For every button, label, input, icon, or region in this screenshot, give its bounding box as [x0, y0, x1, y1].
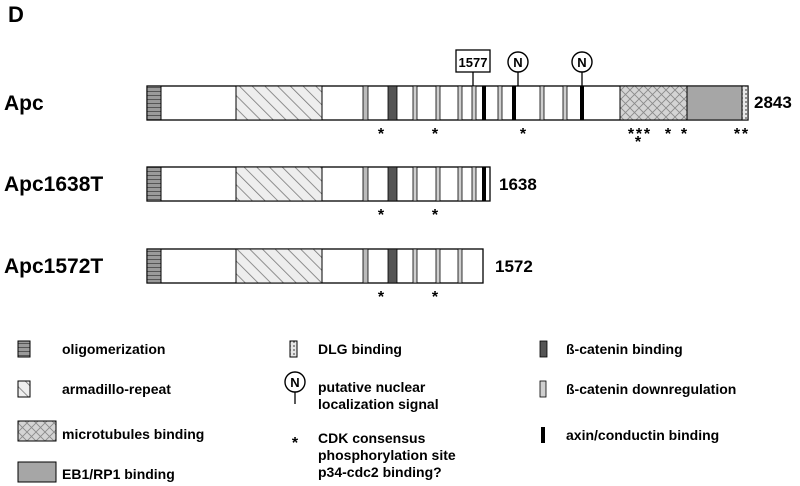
legend-label-nls-2: localization signal: [318, 396, 439, 412]
cdk-sites-apc1638t: * *: [378, 207, 439, 224]
cdk-site: *: [378, 126, 385, 143]
axin-binding-site: [512, 86, 516, 120]
dlg-domain: [741, 85, 749, 121]
legend-label-bcat-down: ß-catenin downregulation: [566, 381, 737, 397]
cdk-site: *: [432, 207, 439, 224]
armadillo-domain: [235, 85, 323, 121]
protein-bar-apc1572t: [146, 248, 484, 284]
legend-swatches: [17, 340, 548, 483]
panel-letter: D: [8, 2, 24, 27]
length-label-apc1572t: 1572: [495, 257, 533, 276]
legend-label-axin: axin/conductin binding: [566, 427, 720, 443]
cdk-site: *: [636, 126, 643, 143]
position-1577-label: 1577: [459, 55, 488, 70]
cdk-site: *: [742, 126, 749, 143]
oligomerization-domain: [146, 85, 162, 121]
cdk-sites-apc1572t: * *: [378, 289, 439, 306]
cdk-site: *: [432, 289, 439, 306]
legend-label-bcat-binding: ß-catenin binding: [566, 341, 683, 357]
legend-swatch-cdk: *: [292, 435, 299, 452]
cdk-site: *: [520, 126, 527, 143]
length-label-apc: 2843: [754, 93, 792, 112]
length-label-apc1638t: 1638: [499, 175, 537, 194]
legend-swatch-dlg: [289, 340, 298, 358]
cdk-site: *: [378, 289, 385, 306]
axin-binding-site: [580, 86, 584, 120]
protein-bar-apc1638t: [146, 166, 491, 202]
legend-swatch-eb1: [17, 461, 57, 483]
legend-swatch-nls: [284, 371, 306, 393]
legend-swatch-oligomerization: [17, 340, 31, 358]
legend-label-eb1: EB1/RP1 binding: [62, 466, 175, 482]
eb1-domain: [686, 85, 743, 121]
cdk-site: *: [628, 126, 635, 143]
cdk-site: *: [378, 207, 385, 224]
construct-name-apc: Apc: [4, 92, 44, 115]
legend-swatch-axin: [541, 427, 545, 443]
nls-marker: [571, 51, 593, 73]
cdk-site: *: [635, 134, 642, 151]
cdk-sites-apc: * * * * * * * * * * *: [378, 126, 749, 151]
legend-label-microtubules: microtubules binding: [62, 426, 205, 442]
cdk-site: *: [681, 126, 688, 143]
axin-binding-site: [482, 86, 486, 120]
legend-swatch-microtubules: [17, 420, 57, 442]
legend-swatch-bcat-down: [539, 380, 547, 398]
legend-label-armadillo: armadillo-repeat: [62, 381, 171, 397]
cdk-site: *: [734, 126, 741, 143]
legend-label-nls-1: putative nuclear: [318, 379, 426, 395]
microtubule-domain: [619, 85, 688, 121]
bcat-15aa-repeat: [362, 85, 369, 121]
cdk-site: *: [644, 126, 651, 143]
position-1577-box: [455, 49, 491, 73]
cdk-site: *: [665, 126, 672, 143]
nls-symbol: N: [577, 55, 586, 70]
nls-symbol: N: [513, 55, 522, 70]
legend-label-cdk-1: CDK consensus: [318, 430, 426, 446]
legend-label-dlg: DLG binding: [318, 341, 402, 357]
legend-label-cdk-2: phosphorylation site: [318, 447, 456, 463]
bcat-binding-repeat: [387, 85, 398, 121]
construct-name-apc1638t: Apc1638T: [4, 173, 104, 196]
cdk-site: *: [432, 126, 439, 143]
legend-swatch-armadillo: [17, 380, 31, 398]
legend-label-cdk-3: p34-cdc2 binding?: [318, 464, 442, 480]
legend-label-oligomerization: oligomerization: [62, 341, 166, 357]
protein-bar-apc: [146, 49, 749, 121]
nls-marker: [507, 51, 529, 73]
legend-swatch-bcat-binding: [539, 340, 548, 358]
legend-nls-symbol: N: [290, 375, 299, 390]
construct-name-apc1572t: Apc1572T: [4, 255, 104, 278]
